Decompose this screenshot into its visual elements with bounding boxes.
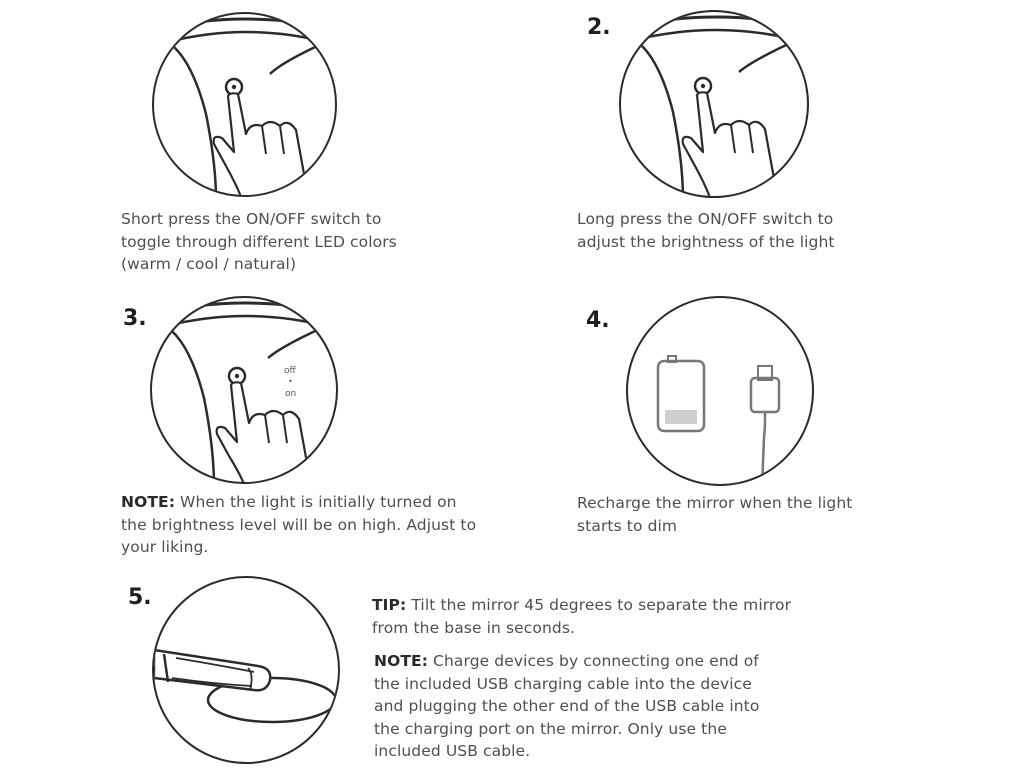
note-label: NOTE: [121,493,176,511]
step-5-tip: TIP: Tilt the mirror 45 degrees to separ… [372,594,792,639]
step-3-number: 3. [123,306,147,331]
switch-off-label: off [284,366,296,376]
step-5-note: NOTE: Charge devices by connecting one e… [374,650,774,763]
mirror-tilted-off-base-icon [154,648,338,724]
step-3-illustration: off • on [150,296,338,484]
step-2-number: 2. [587,15,611,40]
step-5-number: 5. [128,585,152,610]
step-4-illustration [626,296,814,486]
hand-press-switch-icon [621,15,807,196]
hand-press-switch-icon [152,301,336,482]
step-1-instruction: Short press the ON/OFF switch to toggle … [121,210,397,273]
step-4-instruction: Recharge the mirror when the light start… [577,494,853,535]
battery-and-usb-cable-icon [656,355,781,484]
step-3-note-text: When the light is initially turned on th… [121,493,477,556]
note-label: NOTE: [374,652,429,670]
step-4-number: 4. [586,308,610,333]
step-5-tip-text: Tilt the mirror 45 degrees to separate t… [372,596,792,637]
step-5-note-text: Charge devices by connecting one end of … [374,652,760,760]
tip-label: TIP: [372,596,407,614]
step-2-instruction: Long press the ON/OFF switch to adjust t… [577,210,835,251]
step-2-illustration [619,10,809,198]
step-3-note: NOTE: When the light is initially turned… [121,491,481,559]
switch-on-label: on [285,389,297,399]
step-1-illustration [152,12,337,197]
step-5-illustration [152,576,340,764]
hand-press-switch-icon [154,17,335,195]
switch-direction-icon: • [288,377,293,386]
